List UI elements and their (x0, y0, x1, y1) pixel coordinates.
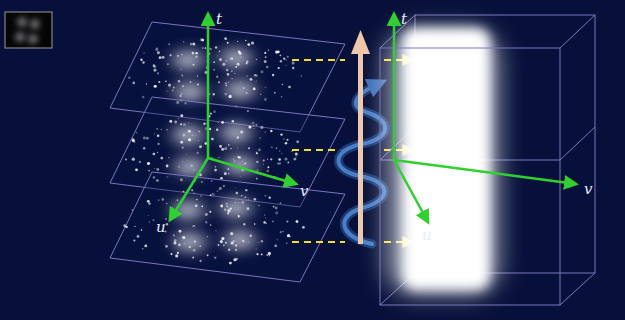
volume-box (380, 15, 595, 305)
slice-plane (110, 172, 345, 282)
left-axes (170, 14, 296, 220)
axis-label: u (156, 220, 166, 235)
axis-label: t (216, 12, 222, 27)
inset-pattern (14, 16, 41, 45)
time-arrow (351, 30, 370, 244)
volume-box-front (380, 48, 560, 305)
speckle-pattern (123, 189, 305, 265)
axis-label: t (401, 12, 407, 27)
axis-label: u (422, 228, 432, 243)
right-axes (394, 14, 576, 222)
time-slices (110, 22, 345, 282)
inset-frame (5, 12, 52, 48)
axis-label: v (584, 182, 592, 197)
axis-label: v (300, 184, 308, 199)
